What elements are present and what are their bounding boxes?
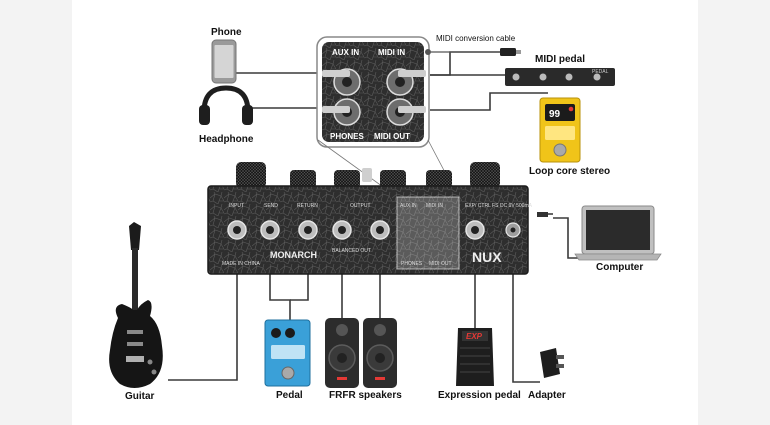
dev-brand-label: NUX [472, 249, 502, 265]
guitar-device [109, 222, 163, 388]
dev-send-label: SEND [264, 203, 278, 209]
dev-dc-label: DC 9V 500mA [500, 203, 533, 209]
dev-model-label: MONARCH [270, 250, 317, 260]
phone-label: Phone [211, 27, 242, 38]
panel-phones-label: PHONES [330, 132, 364, 141]
midi-pedal-label: MIDI pedal [535, 54, 586, 65]
dev-output-label: OUTPUT [350, 203, 371, 209]
midi-pedal-text: PEDAL [592, 69, 609, 75]
headphone-device [199, 85, 253, 125]
loop-core-label: Loop core stereo [529, 166, 611, 177]
usb-cable [553, 217, 582, 259]
computer-device [537, 205, 662, 261]
expression-pedal-device: EXP [456, 328, 494, 386]
exp-logo: EXP [466, 332, 483, 341]
top-panel-zoom: AUX IN MIDI IN PHONES MIDI OUT [316, 36, 430, 148]
guitar-cable [168, 238, 238, 381]
main-device: INPUT SEND RETURN OUTPUT AUX IN MIDI IN … [207, 162, 533, 275]
adapter-device [540, 348, 564, 378]
dev-input-label: INPUT [229, 203, 244, 209]
adapter-label: Adapter [528, 390, 566, 401]
dev-made-label: MADE IN CHINA [222, 261, 260, 267]
dev-return-label: RETURN [297, 203, 318, 209]
midi-cable-line [430, 51, 500, 76]
left-margin [0, 0, 72, 425]
headphone-label: Headphone [199, 134, 254, 145]
pedal-label: Pedal [276, 390, 303, 401]
blue-pedal-device [264, 319, 311, 387]
loop-core-cable [430, 92, 548, 111]
midi-pedal-device: PEDAL [505, 68, 615, 86]
panel-aux-in-label: AUX IN [332, 48, 359, 57]
midi-cable-label: MIDI conversion cable [436, 34, 516, 43]
dev-aux-in-label: AUX IN [400, 203, 417, 209]
dev-midi-in-label: MIDI IN [426, 203, 443, 209]
speakers-label: FRFR speakers [329, 390, 402, 401]
cables [168, 51, 582, 383]
adapter-cable [512, 238, 540, 383]
panel-midi-out-label: MIDI OUT [374, 132, 410, 141]
dev-phones-label: PHONES [401, 261, 423, 267]
right-margin [698, 0, 770, 425]
loop-core-device: 99 [539, 97, 581, 163]
device-jacks [227, 220, 521, 240]
computer-label: Computer [596, 262, 644, 273]
phone-device [211, 39, 237, 84]
dev-exp-label: EXP/ CTRL FS [465, 203, 499, 209]
midi-conversion-cable [425, 48, 521, 56]
dev-midi-out-label: MIDI OUT [429, 261, 452, 267]
guitar-label: Guitar [125, 391, 155, 402]
speakers-device [325, 318, 397, 388]
loop-display: 99 [549, 109, 561, 120]
expression-pedal-label: Expression pedal [438, 390, 521, 401]
dev-balanced-label: BALANCED OUT [332, 248, 371, 254]
panel-midi-in-label: MIDI IN [378, 48, 405, 57]
